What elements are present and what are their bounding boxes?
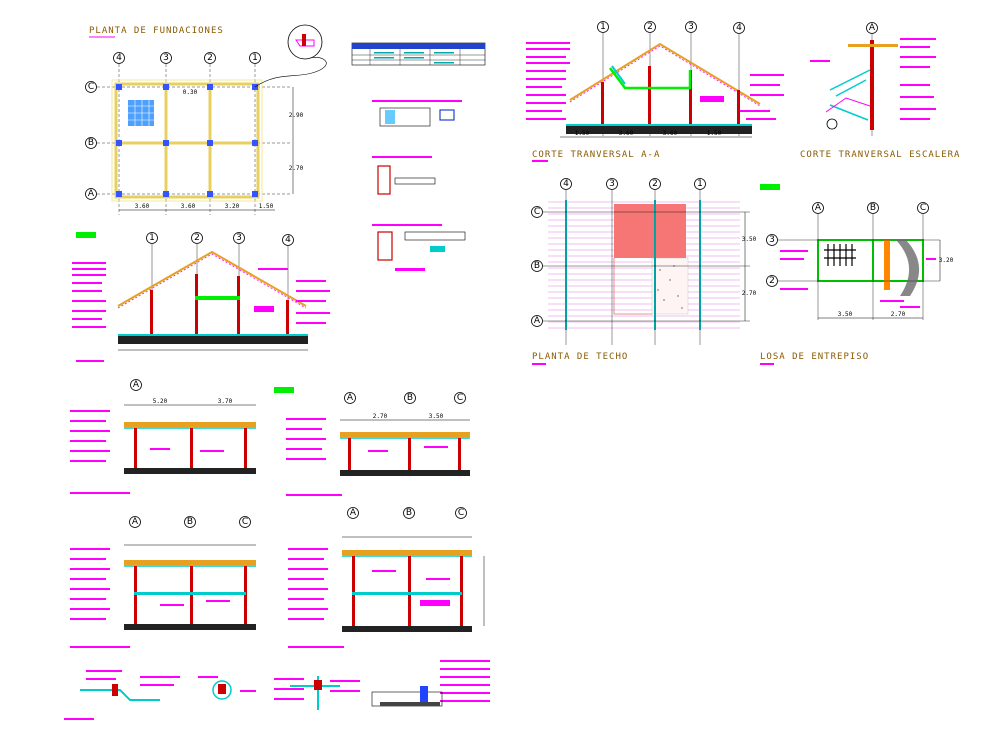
roof-plan: 4 3 2 1 C B A bbox=[531, 178, 780, 365]
section-aa-dim-4: 1.50 bbox=[707, 130, 722, 137]
lower1-dim-2: 3.70 bbox=[218, 398, 233, 405]
axis-bubble-3: 3 bbox=[163, 53, 169, 63]
slab-dim-2: 2.70 bbox=[891, 311, 906, 318]
stair-section: A CORTE TRANVERSAL ESCALERA bbox=[800, 22, 960, 160]
roof-plan-title: PLANTA DE TECHO bbox=[532, 352, 628, 362]
axis-bubble-l2: 2 bbox=[769, 276, 775, 286]
roof-axis-rows: C B A bbox=[531, 206, 543, 327]
axis-bubble-s4: 4 bbox=[285, 235, 291, 245]
foundation-dim-right-1: 2.90 bbox=[289, 112, 304, 119]
axis-bubble-lc3: C bbox=[458, 508, 464, 518]
lower-section-3: A B C bbox=[70, 516, 256, 648]
axis-bubble-a: A bbox=[88, 189, 95, 199]
roof-axis-cols: 4 3 2 1 bbox=[560, 178, 706, 190]
bottom-details bbox=[64, 660, 490, 720]
foundation-dim-1: 3.60 bbox=[135, 203, 150, 210]
axis-bubble-s2: 2 bbox=[194, 233, 200, 243]
lower2-dim-1: 2.70 bbox=[373, 413, 388, 420]
slab-dim-1: 3.50 bbox=[838, 311, 853, 318]
axis-bubble-la: A bbox=[815, 203, 822, 213]
foundation-details bbox=[372, 100, 466, 271]
foundation-dim-2: 3.60 bbox=[181, 203, 196, 210]
axis-bubble-1: 1 bbox=[252, 53, 258, 63]
lower2-dim-2: 3.50 bbox=[429, 413, 444, 420]
schedule-table bbox=[351, 42, 486, 66]
section-aa-dim-1: 1.50 bbox=[575, 130, 590, 137]
foundation-dim-4: 1.50 bbox=[259, 203, 274, 210]
axis-bubble-lb: B bbox=[870, 203, 876, 213]
lower-section-1: A 5.20 3.70 bbox=[70, 379, 256, 494]
axis-bubble-rc: C bbox=[534, 207, 540, 217]
lower-section-2: A B C 2.70 3.50 bbox=[274, 387, 470, 496]
axis-bubble-s1: 1 bbox=[149, 233, 155, 243]
stair-section-title: CORTE TRANVERSAL ESCALERA bbox=[800, 150, 960, 160]
axis-bubble-lb1: A bbox=[132, 517, 139, 527]
axis-bubble-4: 4 bbox=[116, 53, 122, 63]
foundation-plan: PLANTA DE FUNDACIONES 4 3 2 1 C B A bbox=[85, 24, 327, 215]
axis-bubble-lc: C bbox=[920, 203, 926, 213]
axis-bubble-lr3: C bbox=[457, 393, 463, 403]
section-aa: 1 2 3 4 1.50 3.60 3.60 1.50 CORTE TRANVE… bbox=[526, 21, 784, 162]
axis-bubble-b: B bbox=[88, 138, 94, 148]
foundation-dim-3: 3.20 bbox=[225, 203, 240, 210]
roof-section-left: 1 2 3 4 bbox=[72, 232, 330, 362]
axis-bubble-r4: 4 bbox=[563, 179, 569, 189]
section-aa-title: CORTE TRANVERSAL A-A bbox=[532, 150, 660, 160]
foundation-dim-right-2: 2.70 bbox=[289, 165, 304, 172]
axis-bubble-lr2: B bbox=[407, 393, 413, 403]
foundation-axis-cols: 4 3 2 1 bbox=[113, 52, 261, 64]
slab-axis-cols: A B C bbox=[812, 202, 929, 214]
roof-dim-right-1: 3.50 bbox=[742, 236, 757, 243]
lower1-dim-1: 5.20 bbox=[153, 398, 168, 405]
lower-section-4: A B C bbox=[288, 507, 485, 648]
mezzanine-slab: A B C 3 2 3.50 2.70 3.20 LOSA DE ENTREPI… bbox=[760, 202, 954, 365]
axis-bubble-r3: 3 bbox=[609, 179, 615, 189]
slab-dim-right: 3.20 bbox=[939, 257, 954, 264]
foundation-axis-rows: C B A bbox=[85, 81, 97, 200]
section-left-axis: 1 2 3 4 bbox=[146, 232, 294, 246]
axis-bubble-2: 2 bbox=[207, 53, 213, 63]
axis-bubble-rb: B bbox=[534, 261, 540, 271]
slab-axis-rows: 3 2 bbox=[766, 234, 778, 287]
axis-bubble-lr1: A bbox=[347, 393, 354, 403]
axis-bubble-aa1: 1 bbox=[600, 22, 606, 32]
axis-bubble-c: C bbox=[88, 82, 94, 92]
axis-bubble-aa4: 4 bbox=[736, 23, 742, 33]
axis-bubble-l3: 3 bbox=[769, 235, 775, 245]
axis-bubble-ll1: A bbox=[133, 380, 140, 390]
roof-dim-right-2: 2.70 bbox=[742, 290, 757, 297]
section-aa-dim-2: 3.60 bbox=[619, 130, 634, 137]
section-aa-dim-3: 3.60 bbox=[663, 130, 678, 137]
axis-bubble-r1: 1 bbox=[697, 179, 703, 189]
axis-bubble-r2: 2 bbox=[652, 179, 658, 189]
section-aa-axis: 1 2 3 4 bbox=[597, 21, 745, 34]
axis-bubble-aa2: 2 bbox=[647, 22, 653, 32]
foundation-dim-inner: 0.30 bbox=[183, 89, 198, 96]
axis-bubble-lb2: B bbox=[187, 517, 193, 527]
axis-bubble-s3: 3 bbox=[236, 233, 242, 243]
axis-bubble-stair: A bbox=[869, 23, 876, 33]
axis-bubble-lb3: C bbox=[242, 517, 248, 527]
axis-bubble-lc1: A bbox=[350, 508, 357, 518]
slab-title: LOSA DE ENTREPISO bbox=[760, 352, 869, 362]
axis-bubble-ra: A bbox=[534, 316, 541, 326]
axis-bubble-aa3: 3 bbox=[688, 22, 694, 32]
foundation-plan-title: PLANTA DE FUNDACIONES bbox=[89, 26, 224, 36]
axis-bubble-lc2: B bbox=[406, 508, 412, 518]
